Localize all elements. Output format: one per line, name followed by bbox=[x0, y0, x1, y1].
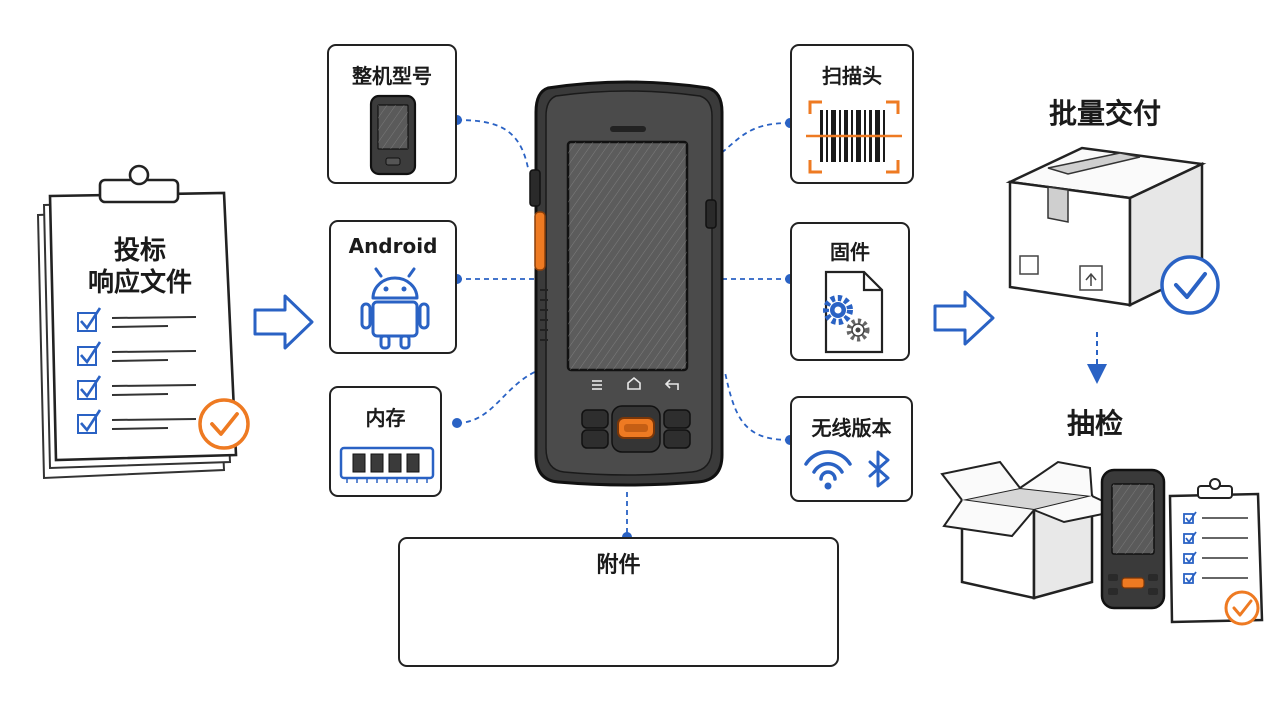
device-thumbnail-icon bbox=[369, 94, 417, 176]
part-title-firmware: 固件 bbox=[830, 240, 870, 264]
part-title-wireless: 无线版本 bbox=[811, 416, 892, 440]
part-title-memory: 内存 bbox=[365, 406, 406, 430]
accessories-title: 附件 bbox=[596, 553, 641, 578]
batch-delivery-label: 批量交付 bbox=[1048, 97, 1161, 130]
part-title-android: Android bbox=[348, 234, 438, 258]
tender-document-illustration bbox=[36, 164, 250, 480]
blue-gear-icon bbox=[823, 295, 853, 325]
back-icon bbox=[664, 379, 679, 390]
flow-arrow-icon bbox=[253, 294, 314, 350]
nav-bar bbox=[592, 376, 679, 390]
wireless-icons bbox=[804, 450, 890, 490]
inspection-checklist-illustration bbox=[1168, 478, 1264, 626]
accessories-panel: 附件 bbox=[398, 537, 839, 667]
keypad bbox=[581, 405, 691, 453]
flow-arrow-icon bbox=[933, 290, 995, 346]
sample-device-illustration bbox=[1100, 468, 1166, 610]
gray-gear-icon bbox=[846, 318, 870, 342]
document-title-line1: 投标 bbox=[113, 236, 166, 266]
firmware-file-gear-icon bbox=[823, 270, 884, 354]
checklist bbox=[77, 307, 197, 434]
part-title-scanner: 扫描头 bbox=[822, 64, 882, 88]
inspection-label: 抽检 bbox=[1066, 407, 1123, 440]
home-icon bbox=[627, 376, 641, 390]
wifi-icon bbox=[804, 450, 852, 481]
part-card-model: 整机型号 bbox=[327, 44, 457, 184]
android-robot-icon bbox=[360, 267, 430, 350]
part-card-memory: 内存 bbox=[329, 386, 442, 497]
open-box-illustration bbox=[940, 460, 1126, 600]
part-title-model: 整机型号 bbox=[352, 64, 432, 88]
checkbox-icon bbox=[77, 307, 102, 332]
approved-check-icon bbox=[198, 398, 250, 450]
barcode-scanner-icon bbox=[806, 100, 902, 174]
checkbox-icon bbox=[77, 375, 102, 400]
handheld-device-illustration bbox=[529, 80, 724, 487]
delivered-check-icon bbox=[1160, 255, 1220, 315]
part-card-wireless: 无线版本 bbox=[790, 396, 913, 502]
part-card-scanner: 扫描头 bbox=[790, 44, 914, 184]
menu-icon bbox=[592, 380, 602, 390]
inspection-check-icon bbox=[1224, 590, 1260, 626]
memory-chip-icon bbox=[339, 446, 435, 483]
checkbox-icon bbox=[77, 341, 102, 366]
screen bbox=[566, 140, 689, 372]
part-card-android: Android bbox=[329, 220, 457, 354]
part-card-firmware: 固件 bbox=[790, 222, 910, 361]
checkbox-icon bbox=[77, 409, 102, 434]
document-title-line2: 响应文件 bbox=[87, 268, 192, 298]
bluetooth-icon bbox=[868, 450, 890, 488]
